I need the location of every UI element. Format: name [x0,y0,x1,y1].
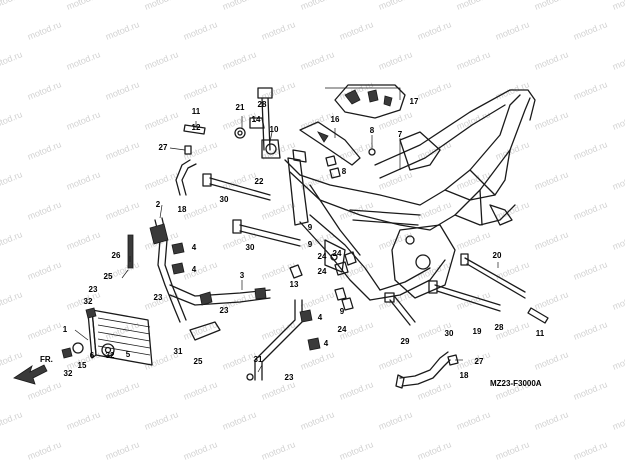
callout-labels: 17 28 21 11 14 10 16 12 8 7 27 8 22 18 3… [63,97,545,382]
callout-9: 9 [308,240,313,249]
callout-26: 26 [112,251,121,260]
small-parts [61,117,459,381]
callout-24: 24 [318,267,327,276]
callout-8: 8 [370,126,375,135]
callout-23: 23 [89,285,98,294]
callout-32: 32 [106,351,115,360]
callout-4: 4 [192,243,197,252]
callout-9: 9 [340,307,345,316]
callout-24: 24 [318,252,327,261]
hose-18-right [395,351,451,389]
callout-22: 22 [255,177,264,186]
callout-19: 19 [473,327,482,336]
callout-32: 32 [84,297,93,306]
callout-4: 4 [192,265,197,274]
callout-30: 30 [246,243,255,252]
callout-5: 5 [126,350,131,359]
watermark-text: motod.ru [143,0,180,12]
callout-6: 6 [90,351,95,360]
callout-11: 11 [192,107,201,116]
callout-24: 24 [338,325,347,334]
callout-14: 14 [252,115,261,124]
callout-30: 30 [220,195,229,204]
callout-15: 15 [78,361,87,370]
callout-27: 27 [159,143,168,152]
front-direction-arrow: FR. [13,355,53,385]
front-arrow-label: FR. [40,355,53,364]
oil-hose-3 [169,284,271,306]
callout-23: 23 [285,373,294,382]
oil-pipe-2 [149,217,187,323]
callout-13: 13 [290,280,299,289]
callout-28: 28 [258,100,267,109]
callout-4: 4 [318,313,323,322]
bracket-16 [299,121,361,166]
callout-18: 18 [178,205,187,214]
bracket-17 [325,84,406,119]
callout-18: 18 [460,371,469,380]
callout-31: 31 [174,347,183,356]
callout-21: 21 [236,103,245,112]
callout-12: 12 [192,123,201,132]
hose-18-left [175,159,197,196]
callout-16: 16 [331,115,340,124]
leader-lines [74,116,499,373]
watermark-text: motod.ru [377,0,414,12]
callout-10: 10 [270,125,279,134]
watermark-text: motod.ru [455,0,492,12]
callout-32: 32 [64,369,73,378]
callout-28: 28 [495,323,504,332]
callout-4: 4 [324,339,329,348]
callout-27: 27 [475,357,484,366]
callout-25: 25 [194,357,203,366]
callout-1: 1 [63,325,68,334]
callout-31: 31 [254,355,263,364]
callout-2: 2 [156,200,161,209]
watermark-text: motod.ru [65,0,102,12]
callout-9: 9 [308,223,313,232]
callout-3: 3 [240,271,245,280]
watermark-text: motod.ru [611,0,625,12]
callout-23: 23 [220,306,229,315]
watermark-text: motod.ru [221,0,258,12]
watermark-text: motod.ru [533,0,570,12]
watermark-text: motod.ru [299,0,336,12]
callout-20: 20 [493,251,502,260]
callout-30: 30 [445,329,454,338]
bolts [183,87,549,326]
callout-7: 7 [398,130,403,139]
callout-29: 29 [401,337,410,346]
callout-17: 17 [410,97,419,106]
callout-25: 25 [104,272,113,281]
callout-24: 24 [333,249,342,258]
frame-body [284,89,536,301]
callout-23: 23 [154,293,163,302]
callout-8: 8 [342,167,347,176]
callout-11: 11 [536,329,545,338]
diagram-code: MZ23-F3000A [490,379,542,388]
